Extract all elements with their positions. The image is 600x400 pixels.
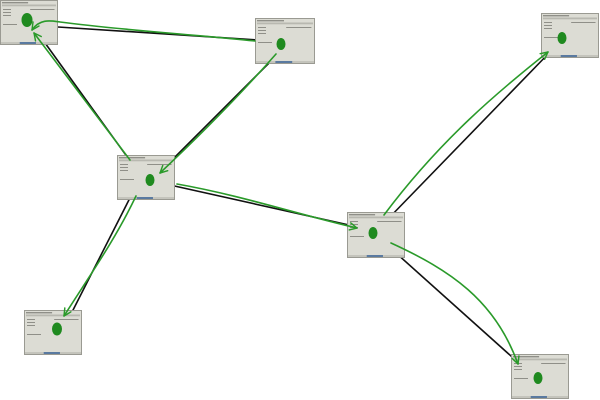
arrow-b-to-c	[159, 53, 277, 174]
window-form-row	[350, 224, 358, 225]
window-status-accent	[43, 352, 60, 354]
window-toolbar	[513, 358, 567, 361]
arrow-e-to-f	[383, 51, 549, 216]
window-form-row	[27, 325, 35, 326]
window-form-row	[258, 33, 266, 34]
top-left-window-node[interactable]	[0, 0, 58, 45]
arrow-c-to-d	[63, 195, 137, 317]
window-form-field	[30, 9, 55, 10]
window-form-row	[514, 369, 522, 370]
middle-left-window-node[interactable]	[117, 155, 175, 200]
window-form-row	[258, 30, 266, 31]
window-toolbar	[2, 4, 56, 7]
window-thumbnail-frame	[541, 13, 599, 58]
window-form-field	[571, 22, 596, 23]
edge-e-g	[395, 252, 522, 366]
window-form-row	[544, 37, 558, 38]
edge-e-f	[385, 50, 552, 222]
window-form-field	[377, 221, 402, 222]
window-form-field	[147, 164, 172, 165]
window-status-accent	[19, 42, 36, 44]
window-title-bar	[26, 312, 53, 314]
edge-c-d	[69, 189, 135, 317]
window-status-accent	[275, 61, 293, 63]
green-dot-marker	[368, 227, 378, 239]
window-form-row	[3, 24, 17, 25]
window-form-row	[27, 334, 41, 335]
window-form-row	[544, 25, 552, 26]
arrow-c-to-a	[33, 32, 131, 161]
window-form-row	[544, 22, 552, 23]
window-form-row	[3, 12, 11, 13]
green-dot-marker	[557, 32, 567, 44]
window-title-bar	[513, 356, 540, 358]
bottom-left-window-node[interactable]	[24, 310, 82, 355]
green-dot-marker	[52, 322, 62, 336]
window-form-row	[514, 366, 522, 367]
window-title-bar	[543, 15, 570, 17]
arrow-e-to-g	[390, 242, 520, 365]
window-form-row	[258, 27, 266, 28]
window-form-row	[3, 9, 11, 10]
window-form-field	[541, 363, 566, 364]
bottom-right-window-node[interactable]	[511, 354, 569, 399]
green-dot-marker	[276, 38, 286, 50]
window-form-row	[544, 28, 552, 29]
window-toolbar	[349, 216, 403, 219]
window-form-row	[120, 170, 128, 171]
green-dot-marker	[145, 174, 155, 186]
window-title-bar	[257, 20, 284, 22]
window-thumbnail-frame	[255, 18, 315, 64]
edge-layer	[39, 26, 552, 366]
top-center-window-node[interactable]	[255, 18, 315, 64]
window-toolbar	[257, 22, 313, 25]
window-form-row	[350, 221, 358, 222]
arrow-c-to-e	[176, 183, 358, 231]
window-toolbar	[119, 159, 173, 162]
window-form-row	[120, 167, 128, 168]
window-form-row	[120, 179, 134, 180]
window-form-field	[54, 319, 79, 320]
window-form-row	[120, 164, 128, 165]
green-dot-marker	[533, 372, 543, 384]
window-status-accent	[530, 396, 547, 398]
arrow-b-to-a	[31, 20, 256, 42]
window-status-accent	[366, 255, 383, 257]
middle-right-window-node[interactable]	[347, 212, 405, 258]
green-dot-marker	[21, 13, 33, 27]
window-status-accent	[560, 55, 577, 57]
window-form-row	[3, 15, 11, 16]
window-toolbar	[26, 314, 80, 317]
window-form-row	[258, 42, 272, 43]
window-title-bar	[2, 2, 29, 4]
window-form-row	[350, 236, 364, 237]
arrow-layer	[31, 20, 549, 365]
window-form-row	[27, 319, 35, 320]
top-right-window-node[interactable]	[541, 13, 599, 58]
window-thumbnail-frame	[117, 155, 175, 200]
window-title-bar	[119, 157, 146, 159]
window-toolbar	[543, 17, 597, 20]
window-form-row	[27, 322, 35, 323]
window-title-bar	[349, 214, 376, 216]
window-form-row	[514, 378, 528, 379]
window-form-field	[286, 27, 312, 28]
window-status-accent	[136, 197, 153, 199]
